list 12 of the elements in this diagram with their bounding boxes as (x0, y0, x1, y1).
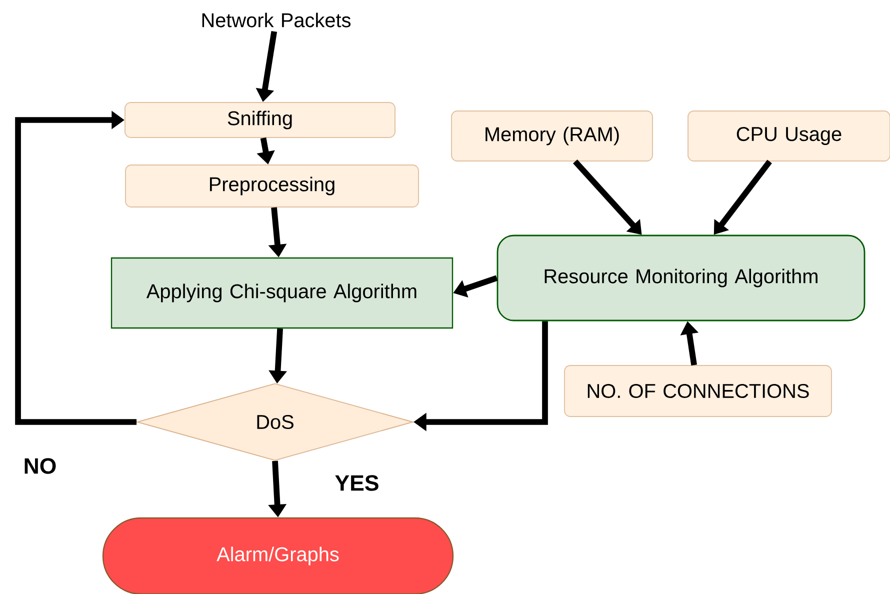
edge-label: YES (334, 474, 380, 492)
terminal-box: Alarm/Graphs (102, 517, 454, 594)
process-box: Resource Monitoring Algorithm (496, 234, 866, 322)
arrow (15, 110, 137, 425)
process-box: Preprocessing (125, 164, 419, 208)
input-box: CPU Usage (688, 110, 890, 162)
process-box: Applying Chi-square Algorithm (110, 257, 454, 329)
input-box: NO. OF CONNECTIONS (564, 365, 832, 417)
input-label: Network Packets (202, 12, 351, 28)
input-box: Memory (RAM) (451, 110, 653, 162)
edge-label: NO (22, 456, 58, 476)
process-box: Sniffing (124, 102, 396, 138)
